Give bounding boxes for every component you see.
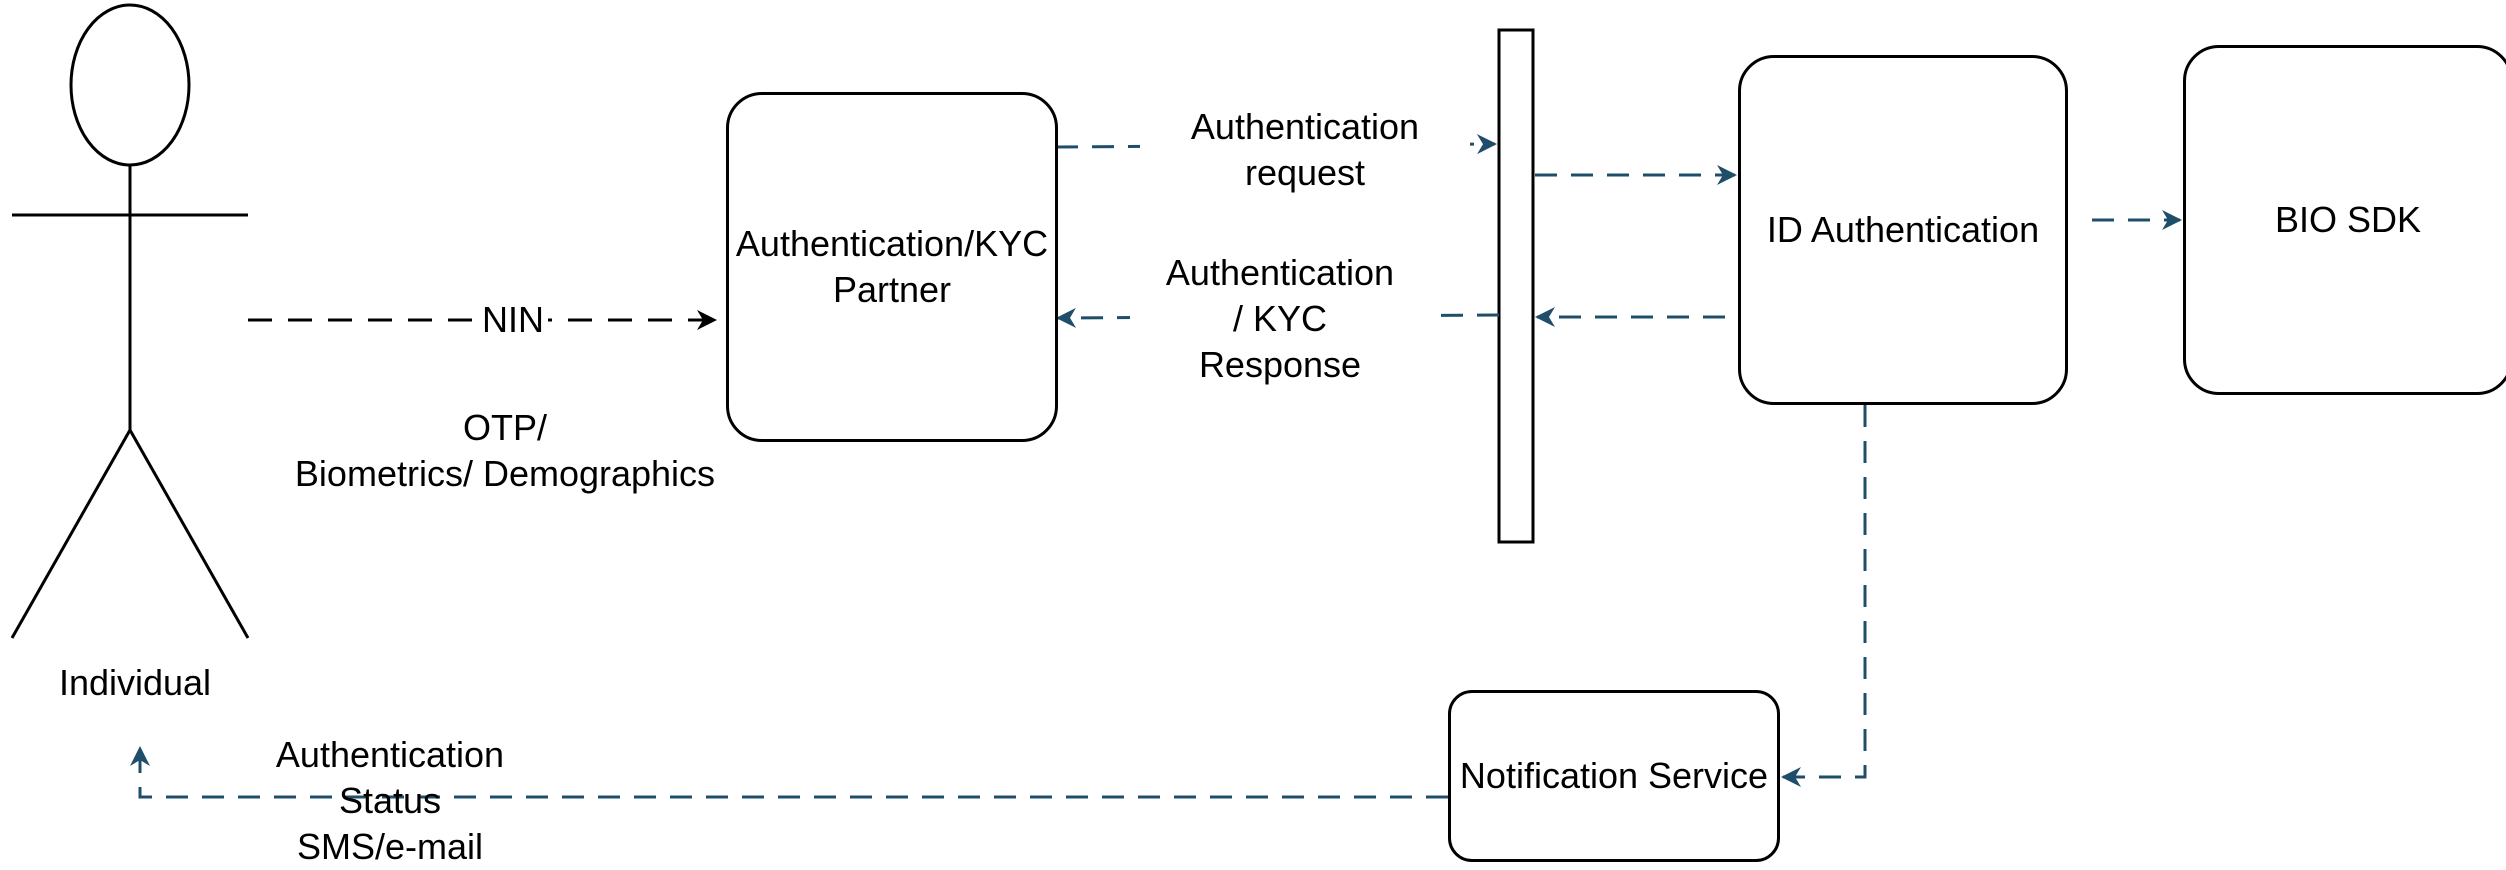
status-arrow [130,746,1448,799]
otp-label: OTP/ Biometrics/ Demographics [294,407,716,494]
notification-box-label: Notification Service [1459,755,1769,796]
partner-box-label: Authentication/KYC Partner [735,223,1049,310]
gateway-bar [1497,28,1535,544]
ida-box[interactable]: ID Authentication [1738,55,2068,405]
bio-sdk-box[interactable]: BIO SDK [2183,45,2506,395]
individual-label: Individual [58,662,212,703]
bio-sdk-box-label: BIO SDK [2274,199,2422,240]
ida-to-notification-arrow [1781,405,1867,787]
ida-box-label: ID Authentication [1766,209,2040,250]
status-label: Authentication Status SMS/e-mail [275,734,505,867]
kyc-response-label: Authentication / KYC Response [1130,250,1430,388]
partner-box[interactable]: Authentication/KYC Partner [726,92,1058,442]
nin-label: NIN [478,297,548,343]
notification-box[interactable]: Notification Service [1448,690,1780,862]
individual-actor-icon [10,3,250,639]
auth-request-label: Authentication request [1140,104,1470,196]
